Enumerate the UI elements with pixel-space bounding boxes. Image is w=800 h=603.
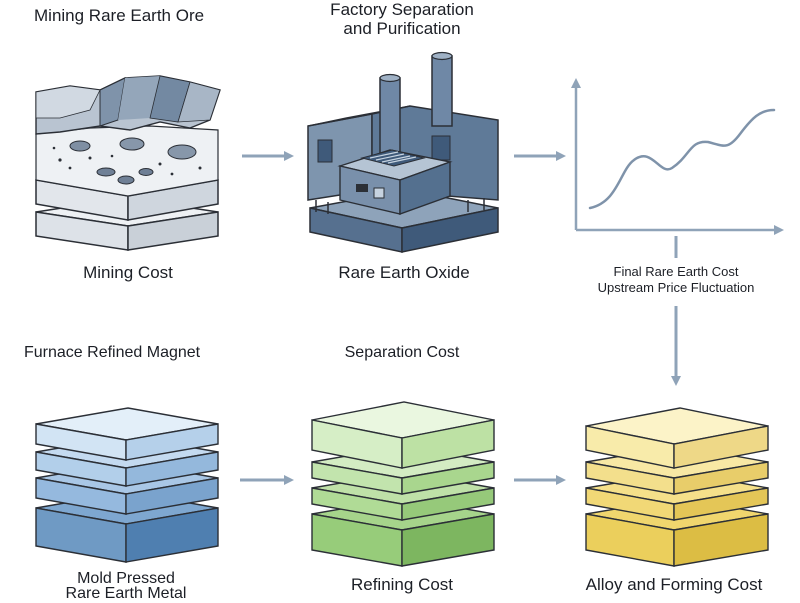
mining-title: Mining Rare Earth Ore xyxy=(34,6,205,25)
refining-cost-label: Refining Cost xyxy=(350,575,454,594)
alloy-forming-cost-label: Alloy and Forming Cost xyxy=(585,575,763,594)
mold-pressed-line1: Mold Pressed xyxy=(77,570,175,587)
final-cost-label: Final Rare Earth Cost xyxy=(613,264,739,279)
blue-layer-1 xyxy=(35,407,219,461)
blue-stack-icon xyxy=(35,407,219,563)
mold-pressed-line2: Rare Earth Metal xyxy=(65,585,187,602)
upstream-fluctuation-label: Upstream Price Fluctuation xyxy=(597,280,755,295)
price-fluctuation-line xyxy=(588,108,776,210)
separation-cost-label: Separation Cost xyxy=(344,344,460,361)
green-layer-1 xyxy=(311,401,495,469)
factory-icon xyxy=(307,51,499,253)
yellow-layer-1 xyxy=(585,407,769,469)
yellow-stack-icon xyxy=(585,407,769,567)
rare-earth-oxide-label: Rare Earth Oxide xyxy=(338,263,470,282)
green-stack-icon xyxy=(311,401,495,567)
price-chart-icon xyxy=(571,78,784,235)
mining-landscape-icon xyxy=(35,75,221,251)
factory-title-line1: Factory Separation xyxy=(330,0,474,19)
furnace-title: Furnace Refined Magnet xyxy=(24,344,201,361)
mining-cost-label: Mining Cost xyxy=(83,263,173,282)
factory-title-line2: and Purification xyxy=(343,19,461,38)
